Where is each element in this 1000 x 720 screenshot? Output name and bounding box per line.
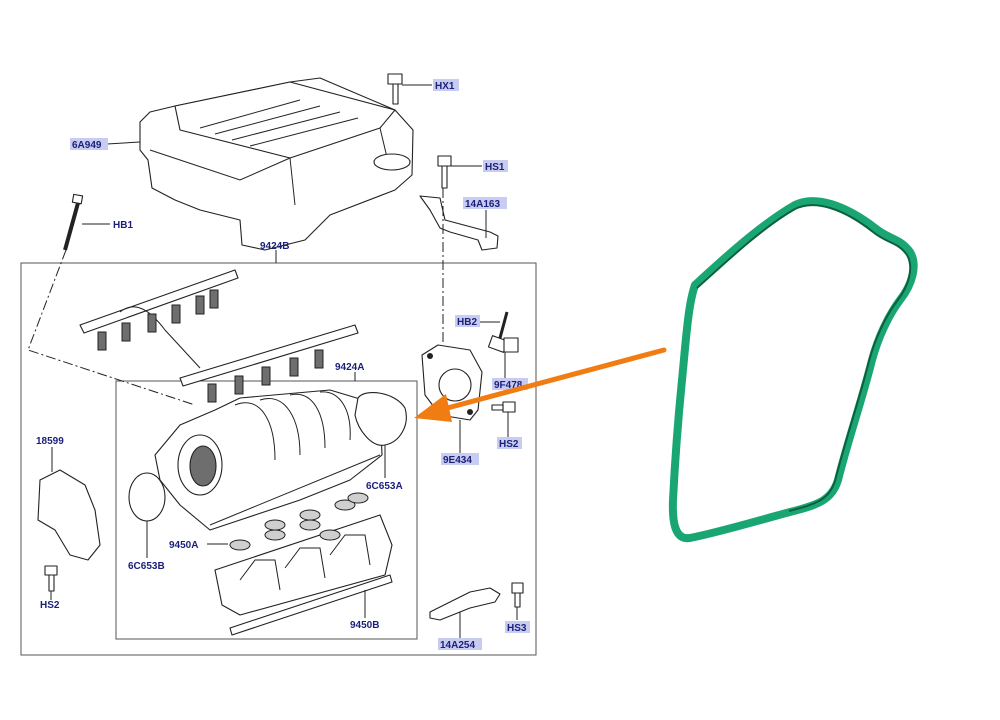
label-9424b: 9424B xyxy=(260,241,289,252)
centre-line-left xyxy=(27,249,196,406)
svg-text:HS2: HS2 xyxy=(499,439,519,450)
label-18599: 18599 xyxy=(36,436,64,447)
label-hb1: HB1 xyxy=(113,220,133,231)
label-hb2: HB2 xyxy=(455,315,480,328)
svg-text:HS1: HS1 xyxy=(485,162,505,173)
svg-text:9F478: 9F478 xyxy=(494,380,523,391)
enlarged-gasket xyxy=(668,197,918,543)
label-6c653a: 6C653A xyxy=(366,481,403,492)
callout-arrow xyxy=(414,347,667,422)
label-9e434: 9E434 xyxy=(441,453,479,466)
bolt-hs3 xyxy=(511,582,524,608)
label-hx1: HX1 xyxy=(433,79,459,92)
label-9424a: 9424A xyxy=(335,362,364,373)
label-9450b: 9450B xyxy=(350,620,379,631)
svg-text:6A949: 6A949 xyxy=(72,140,102,151)
label-9450a: 9450A xyxy=(169,540,198,551)
svg-text:14A254: 14A254 xyxy=(440,640,475,651)
svg-text:9424A: 9424A xyxy=(335,362,364,373)
svg-text:HS2: HS2 xyxy=(40,600,60,611)
svg-text:9424B: 9424B xyxy=(260,241,289,252)
svg-text:6C653A: 6C653A xyxy=(366,481,403,492)
bracket-18599 xyxy=(37,469,101,561)
svg-text:9450A: 9450A xyxy=(169,540,198,551)
bolt-hb2 xyxy=(498,311,509,339)
svg-text:6C653B: 6C653B xyxy=(128,561,165,572)
gasket-6c653a xyxy=(354,392,407,446)
label-6a949: 6A949 xyxy=(70,138,108,151)
label-14a254: 14A254 xyxy=(438,638,482,651)
engine-cover xyxy=(139,77,414,251)
runner-seals xyxy=(229,492,369,551)
leader-lines xyxy=(50,84,518,638)
part-labels: HX1 6A949 HS1 14A163 HB1 9424B HB2 9F478… xyxy=(36,79,530,651)
svg-text:9E434: 9E434 xyxy=(443,455,472,466)
fuel-rail-assembly xyxy=(79,269,359,403)
label-6c653b: 6C653B xyxy=(128,561,165,572)
bolt-hs2-right xyxy=(491,401,516,413)
label-hs3: HS3 xyxy=(505,621,530,634)
label-hs2-left: HS2 xyxy=(40,600,60,611)
lower-manifold xyxy=(214,514,393,616)
svg-text:HX1: HX1 xyxy=(435,81,455,92)
bracket-14a163 xyxy=(419,195,499,251)
svg-text:18599: 18599 xyxy=(36,436,64,447)
bracket-14a254 xyxy=(429,587,501,621)
bolt-hs2-left xyxy=(44,565,58,592)
label-hs2-right: HS2 xyxy=(497,437,522,450)
label-14a163: 14A163 xyxy=(463,197,507,210)
gasket-6c653b xyxy=(128,472,166,522)
bolt-hs1 xyxy=(437,155,452,189)
label-hs1: HS1 xyxy=(483,160,508,173)
bolt-hx1 xyxy=(387,73,403,105)
gasket-strip-9450b xyxy=(229,574,393,636)
svg-text:9450B: 9450B xyxy=(350,620,379,631)
svg-text:HB1: HB1 xyxy=(113,220,133,231)
intake-manifold xyxy=(154,389,383,531)
svg-text:HB2: HB2 xyxy=(457,317,477,328)
sensor-9f478 xyxy=(487,335,519,353)
svg-text:14A163: 14A163 xyxy=(465,199,500,210)
svg-text:HS3: HS3 xyxy=(507,623,527,634)
outer-assembly-frame xyxy=(20,262,537,656)
long-bolt-hb1 xyxy=(63,193,84,251)
